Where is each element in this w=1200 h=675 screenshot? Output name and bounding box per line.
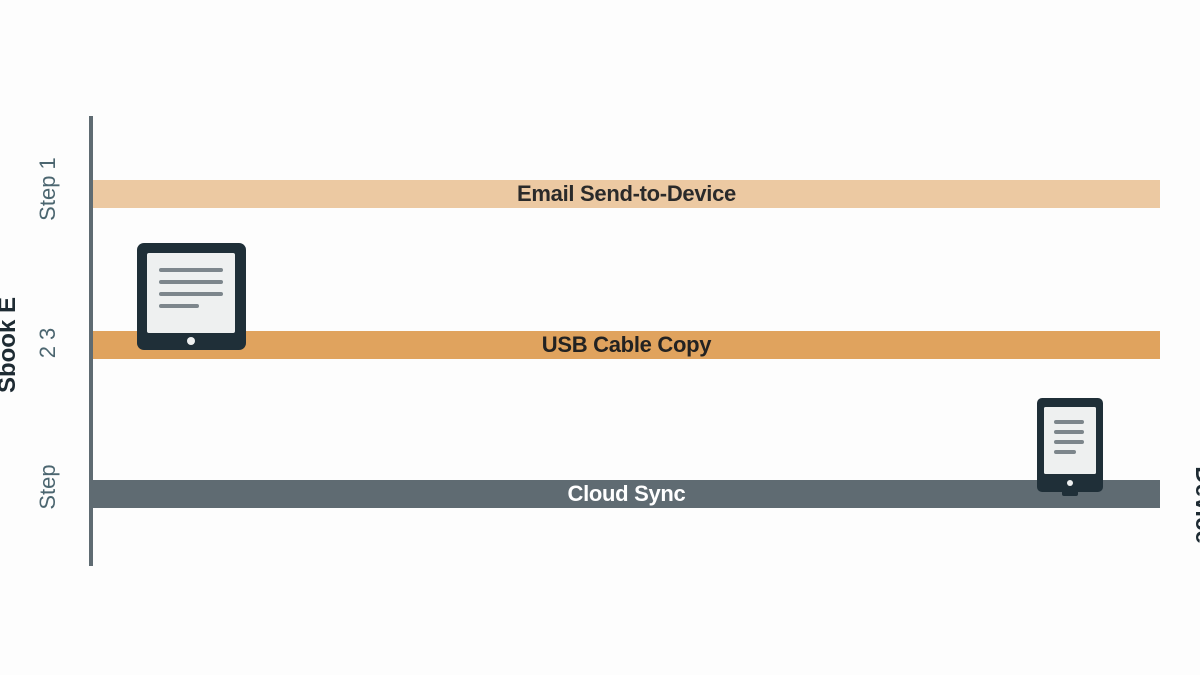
band-usb-cable-copy: USB Cable Copy <box>93 331 1160 359</box>
band-cloud-label: Cloud Sync <box>567 481 686 506</box>
left-axis-title: Sbook E <box>0 297 21 394</box>
tablet-icon <box>137 243 246 350</box>
step-1-label: Step 1 <box>35 157 60 221</box>
vertical-axis-line <box>89 116 93 566</box>
band-cloud-sync: Cloud Sync <box>93 480 1160 508</box>
band-email-label: Email Send-to-Device <box>517 181 736 206</box>
ereader-icon <box>1037 398 1103 496</box>
band-usb-label: USB Cable Copy <box>541 332 712 357</box>
step-2-3-label: 2 3 <box>35 327 60 359</box>
band-email-send-to-device: Email Send-to-Device <box>93 180 1160 208</box>
step-label: Step <box>35 464 60 510</box>
right-axis-title: Device <box>1190 466 1200 544</box>
